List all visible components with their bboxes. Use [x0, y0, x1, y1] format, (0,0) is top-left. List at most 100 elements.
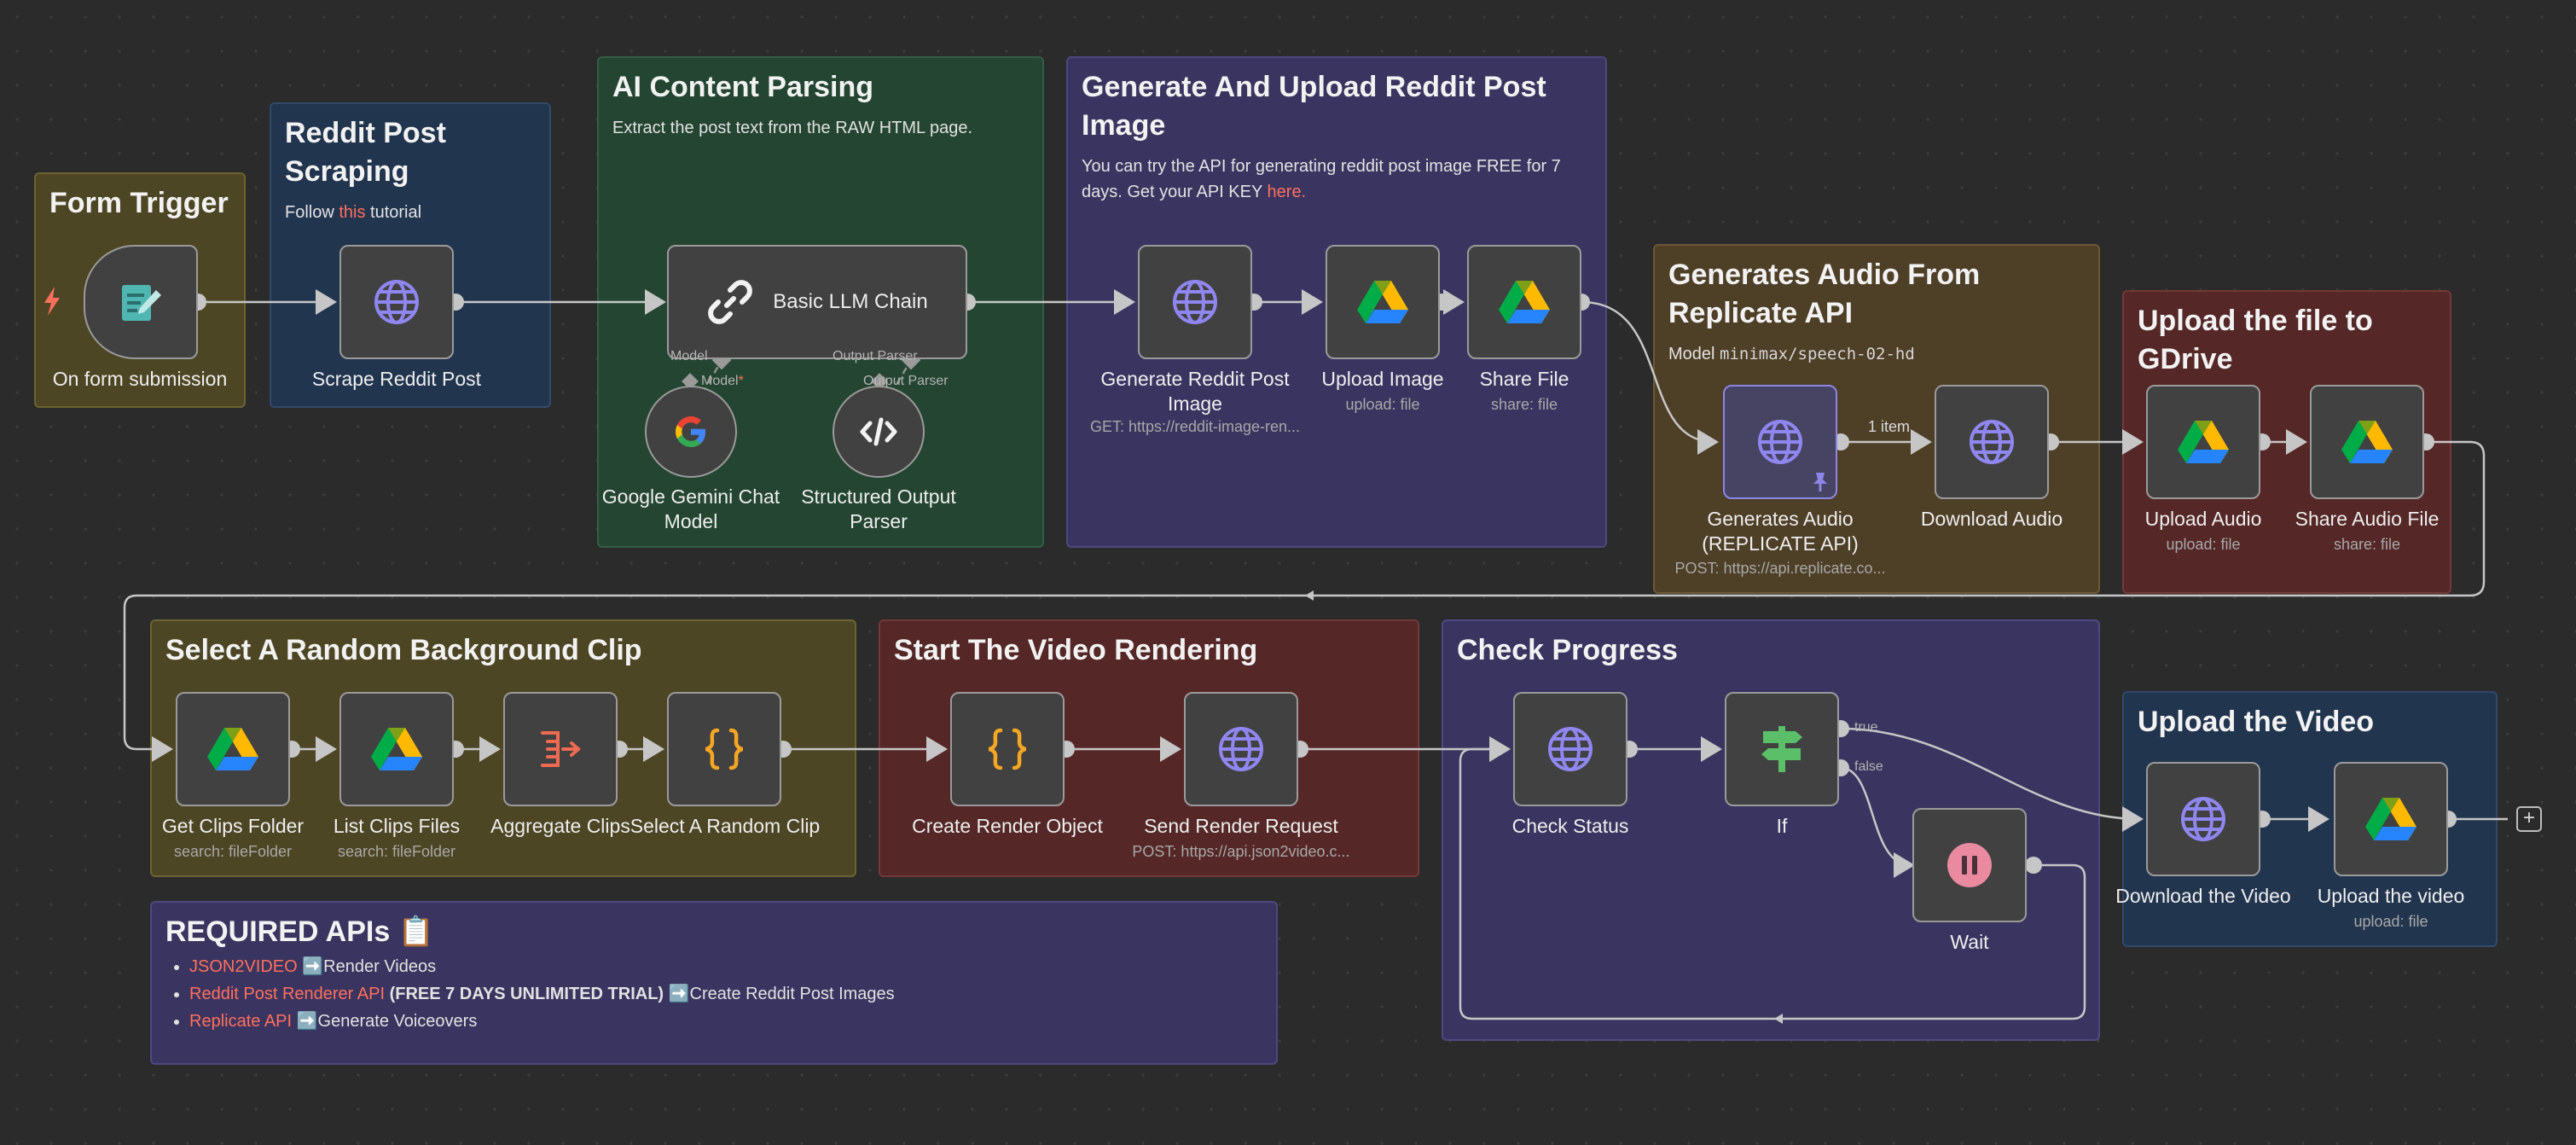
arrow-icon: ➡️ — [296, 1012, 318, 1031]
port-label-output-parser: Output Parser — [863, 374, 949, 388]
sticky-required-apis[interactable]: REQUIRED APIs 📋 JSON2VIDEO ➡️Render Vide… — [150, 901, 1278, 1065]
sticky-text: You can try the API for generating reddi… — [1082, 157, 1561, 201]
json2video-link[interactable]: JSON2VIDEO — [189, 957, 298, 976]
node-google-gemini-chat-model[interactable] — [645, 386, 737, 478]
sticky-title: Reddit Post Scraping — [285, 117, 446, 188]
braces-icon — [983, 725, 1031, 773]
node-list-clips-files[interactable] — [339, 692, 454, 806]
pin-icon[interactable] — [1812, 472, 1829, 492]
node-upload-image[interactable] — [1326, 245, 1440, 359]
node-upload-audio[interactable] — [2146, 385, 2260, 499]
node-if[interactable] — [1725, 692, 1839, 806]
sticky-form-trigger[interactable]: Form Trigger — [34, 172, 246, 408]
node-download-audio[interactable] — [1935, 385, 2049, 499]
node-upload-the-video[interactable] — [2334, 762, 2448, 876]
tutorial-link[interactable]: this — [339, 203, 366, 222]
node-check-status[interactable] — [1513, 692, 1627, 806]
google-drive-icon — [2341, 419, 2393, 465]
port-label-model: Model* — [701, 374, 744, 388]
port-label-output-parser: Output Parser — [833, 349, 918, 363]
pause-icon — [1946, 841, 1993, 889]
google-drive-icon — [207, 726, 258, 772]
node-label: List Clips Files — [333, 815, 461, 837]
connection — [1581, 300, 1719, 455]
arrow-icon: ➡️ — [302, 957, 324, 976]
list-item: JSON2VIDEO ➡️Render Videos — [189, 955, 1262, 979]
node-label: Share Audio File — [2295, 508, 2440, 530]
node-subtitle: search: fileFolder — [173, 843, 293, 860]
node-generates-audio[interactable] — [1723, 385, 1837, 499]
node-label: On form submission — [52, 368, 228, 390]
node-aggregate-clips[interactable] — [503, 692, 618, 806]
node-subtitle: share: file — [2333, 536, 2401, 553]
api-key-link[interactable]: here. — [1267, 183, 1307, 201]
node-generate-reddit-post-image[interactable] — [1138, 245, 1252, 359]
connection — [1840, 727, 2144, 832]
node-scrape-reddit-post[interactable] — [339, 245, 454, 359]
node-get-clips-folder[interactable] — [176, 692, 290, 806]
node-label: Wait — [1950, 931, 1989, 953]
node-label: Structured Output Parser — [801, 485, 956, 532]
globe-icon — [1755, 417, 1805, 467]
google-drive-icon — [1357, 279, 1408, 325]
node-subtitle: search: fileFolder — [337, 843, 456, 860]
connection — [1840, 766, 1915, 878]
sticky-title: Check Progress — [1457, 634, 1678, 666]
node-label: Select A Random Clip — [629, 815, 821, 837]
google-icon — [671, 412, 711, 451]
node-label: Send Render Request — [1144, 815, 1338, 837]
node-subtitle: GET: https://reddit-image-ren... — [1089, 418, 1301, 435]
sticky-title: Generate And Upload Reddit Post Image — [1082, 71, 1546, 142]
node-create-render-object[interactable] — [950, 692, 1065, 806]
node-label: Download the Video — [2115, 885, 2291, 907]
node-structured-output-parser[interactable] — [833, 386, 925, 478]
node-label: Generate Reddit Post Image — [1100, 368, 1290, 415]
node-basic-llm-chain[interactable]: Basic LLM Chain — [667, 245, 967, 359]
node-download-the-video[interactable] — [2146, 762, 2260, 876]
list-item-text: Render Videos — [323, 957, 437, 976]
node-label: Generates Audio (REPLICATE API) — [1702, 508, 1859, 555]
node-label: Check Status — [1511, 815, 1629, 837]
sticky-title: Upload the Video — [2138, 706, 2375, 738]
sticky-title: Upload the file to GDrive — [2138, 305, 2373, 375]
sticky-body: You can try the API for generating reddi… — [1082, 154, 1592, 205]
sub-connection — [689, 359, 723, 416]
replicate-link[interactable]: Replicate API — [189, 1012, 293, 1031]
node-share-file[interactable] — [1467, 245, 1581, 359]
globe-icon — [1216, 724, 1266, 774]
node-label: Create Render Object — [912, 815, 1103, 837]
google-drive-icon — [2178, 419, 2229, 465]
globe-icon — [2179, 794, 2228, 844]
trigger-bolt-icon — [43, 287, 61, 320]
branch-label-false: false — [1854, 759, 1883, 774]
branch-label-true: true — [1854, 720, 1878, 735]
node-subtitle: upload: file — [2166, 536, 2241, 553]
add-node-button[interactable]: + — [2516, 806, 2542, 832]
node-label: Upload Image — [1321, 368, 1444, 390]
node-label: Get Clips Folder — [161, 815, 305, 837]
signpost-icon — [1758, 724, 1806, 774]
node-label: Google Gemini Chat Model — [601, 485, 780, 532]
node-share-audio-file[interactable] — [2310, 385, 2424, 499]
globe-icon — [1967, 417, 2016, 467]
node-label: Upload the video — [2317, 885, 2465, 907]
reddit-renderer-link[interactable]: Reddit Post Renderer API — [189, 985, 386, 1003]
node-send-render-request[interactable] — [1184, 692, 1298, 806]
llm-chain-content: Basic LLM Chain — [706, 278, 928, 326]
sticky-title: Select A Random Background Clip — [165, 634, 642, 666]
node-label: Scrape Reddit Post — [311, 368, 482, 390]
node-wait[interactable] — [1912, 808, 2027, 922]
node-on-form-submission[interactable] — [84, 245, 198, 359]
node-label: Share File — [1479, 368, 1569, 390]
node-subtitle: POST: https://api.json2video.c... — [1132, 843, 1350, 860]
sticky-body: Model minimax/speech-02-hd — [1668, 341, 2085, 367]
code-icon — [859, 415, 898, 449]
model-code: minimax/speech-02-hd — [1720, 345, 1915, 363]
globe-icon — [1170, 277, 1220, 327]
node-select-a-random-clip[interactable] — [667, 692, 781, 806]
sticky-title: Start The Video Rendering — [894, 634, 1258, 666]
node-label: Download Audio — [1920, 508, 2063, 530]
connection — [1459, 736, 2086, 1020]
